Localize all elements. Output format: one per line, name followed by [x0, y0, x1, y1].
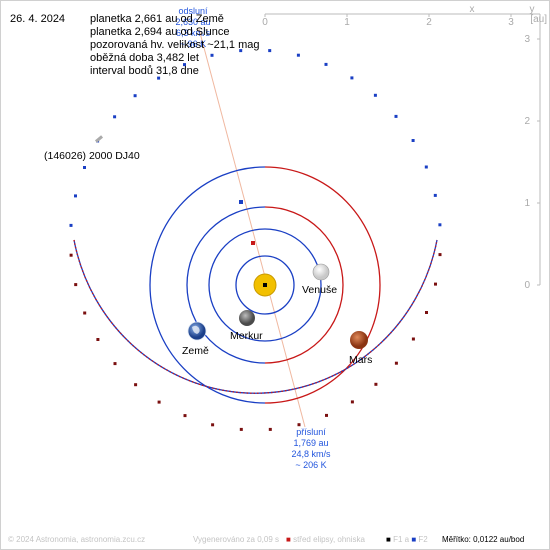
x-tick-label-2: 2 — [426, 17, 432, 28]
info-point-interval: interval bodů 31,8 dne — [90, 65, 199, 77]
orbit-position-dot — [211, 423, 215, 427]
mars-orbit-red-arc — [264, 166, 381, 404]
orbit-position-dot — [113, 362, 117, 366]
earth-orbit-red-arc — [264, 206, 344, 364]
center-marker-icon: ■ — [286, 535, 291, 544]
orbit-position-dot — [438, 253, 442, 257]
orbit-position-dot — [239, 49, 243, 53]
mars-orbit-blue-arc — [149, 166, 266, 404]
orbit-position-dot — [425, 311, 428, 314]
legend-f1-label: F1 a — [393, 535, 410, 544]
y-tick-label-1: 1 — [524, 198, 530, 209]
mercury-orbit — [235, 255, 295, 315]
orbit-position-dot — [434, 282, 437, 286]
orbit-position-dot — [74, 194, 77, 198]
orbit-position-dot — [433, 193, 437, 197]
apsidal-line — [198, 28, 306, 428]
y-tick-label-3: 3 — [524, 34, 530, 45]
scale-label: Měřítko: 0,0122 au/bod — [442, 535, 525, 544]
orbit-position-dot — [324, 62, 328, 66]
orbit-position-dot — [210, 53, 214, 57]
perihelion-temperature: ~ 206 K — [295, 460, 326, 470]
orbit-position-dot — [133, 94, 137, 98]
orbit-position-dot — [350, 76, 354, 80]
orbit-position-dot — [296, 53, 300, 57]
venus-orbit — [208, 228, 322, 342]
orbit-position-dot — [183, 414, 187, 418]
venus-icon — [312, 263, 330, 281]
x-tick-label-1: 1 — [344, 17, 350, 28]
f2-marker-icon: ■ — [411, 535, 417, 544]
orbit-position-dot — [113, 115, 117, 119]
generation-time: Vygenerováno za 0,09 s — [193, 535, 279, 544]
orbit-position-dot — [134, 383, 138, 387]
mars-icon — [350, 331, 368, 349]
orbit-position-dot — [297, 423, 301, 427]
orbit-position-dot — [183, 63, 186, 67]
y-tick-label-0: 0 — [524, 280, 530, 291]
axis-unit-label: [au] — [530, 14, 547, 25]
orbit-position-dot — [83, 166, 86, 169]
orbit-position-dot — [83, 311, 87, 315]
orbit-position-dot — [239, 427, 243, 431]
orbit-position-dot — [69, 223, 73, 227]
earth-orbit-blue-arc — [186, 206, 266, 364]
orbit-position-dot — [69, 253, 73, 257]
orbit-position-dot — [74, 283, 78, 287]
legend-center: ■ střed elipsy, ohniska — [286, 535, 365, 544]
orbit-position-dot — [438, 223, 442, 227]
aphelion-distance: 2,630 au — [175, 17, 210, 27]
ellipse-center-marker — [251, 241, 255, 245]
orbit-position-dot — [374, 382, 378, 386]
earth-label: Země — [182, 345, 209, 357]
orbit-position-dot — [394, 114, 398, 118]
focus-f1-marker — [263, 283, 267, 287]
asteroid-orbit-south — [73, 239, 438, 394]
mercury-label: Merkur — [230, 330, 263, 342]
mars-label: Mars — [349, 354, 372, 366]
info-period: oběžná doba 3,482 let — [90, 52, 199, 64]
earth-clouds — [192, 325, 200, 334]
info-distance-sun: planetka 2,694 au od Slunce — [90, 26, 230, 38]
legend-foci: ■ F1 a ■ F2 — [386, 535, 428, 544]
aphelion-temperature: ~ 96 K — [180, 39, 206, 49]
orbit-position-dot — [411, 337, 415, 341]
orbit-position-dot — [325, 413, 328, 417]
asteroid-name-label: (146026) 2000 DJ40 — [44, 150, 140, 162]
focus-f2-marker — [239, 200, 243, 204]
orbit-position-dot — [96, 338, 100, 341]
orbit-position-dot — [157, 400, 161, 404]
orbit-position-dot — [268, 49, 272, 53]
info-distance-earth: planetka 2,661 au od Země — [90, 13, 224, 25]
perihelion-title: přísluní — [296, 427, 326, 437]
info-magnitude: pozorovaná hv. velikost ~21,1 mag — [90, 39, 260, 51]
x-tick-label-0: 0 — [262, 17, 268, 28]
orbit-position-dot — [268, 427, 272, 431]
orbit-position-dot — [394, 361, 398, 365]
legend-center-label: střed elipsy, ohniska — [293, 535, 365, 544]
aphelion-title: odsluní — [178, 6, 208, 16]
axes — [264, 13, 541, 286]
orbit-position-dot — [424, 165, 428, 169]
orbit-position-dot — [350, 400, 354, 404]
aphelion-speed: 6,3 km/s — [176, 28, 211, 38]
f1-marker-icon: ■ — [386, 535, 391, 544]
perihelion-distance: 1,769 au — [293, 438, 328, 448]
orbit-position-dot — [373, 93, 377, 97]
y-tick-label-2: 2 — [524, 116, 530, 127]
mercury-icon — [239, 310, 255, 326]
venus-label: Venuše — [302, 284, 337, 296]
asteroid-icon — [94, 135, 104, 143]
x-axis-label: x — [470, 4, 475, 15]
orbit-position-dot — [411, 139, 415, 142]
y-axis-label: y — [530, 4, 535, 15]
orbit-position-dot — [157, 76, 161, 80]
x-tick-label-3: 3 — [508, 17, 514, 28]
legend-f2-label: F2 — [418, 535, 428, 544]
date-label: 26. 4. 2024 — [10, 13, 66, 25]
asteroid-orbit-north — [73, 239, 438, 394]
perihelion-speed: 24,8 km/s — [291, 449, 331, 459]
copyright-link[interactable]: © 2024 Astronomia, astronomia.zcu.cz — [8, 535, 146, 544]
